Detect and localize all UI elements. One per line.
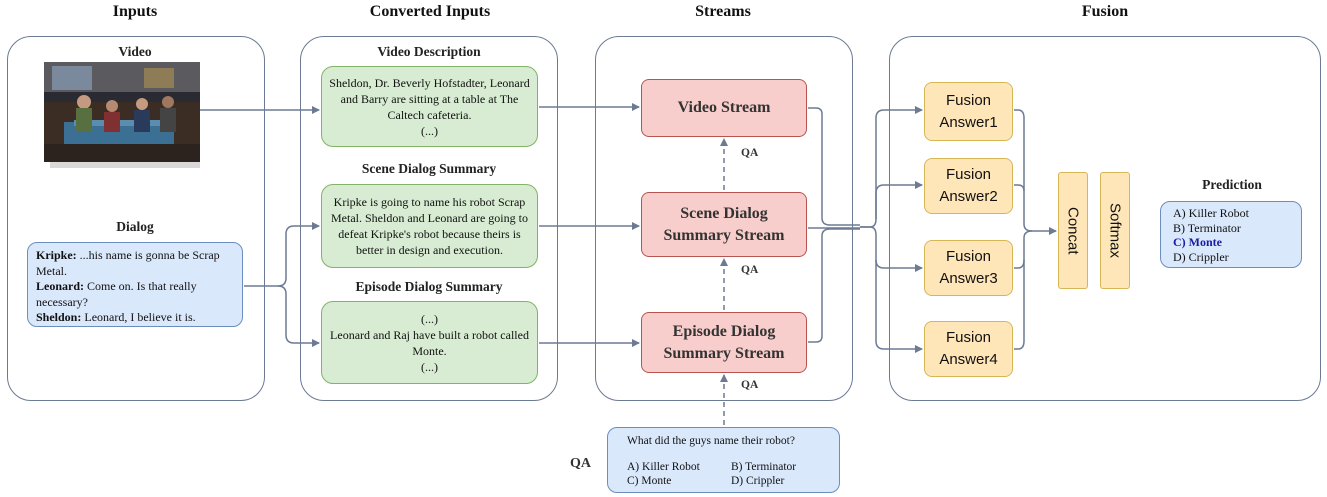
prediction-option-d: D) Crippler (1173, 249, 1229, 264)
qa-question-box: What did the guys name their robot? A) K… (607, 427, 840, 493)
qa-tag-video: QA (741, 147, 759, 159)
prediction-option-a: A) Killer Robot (1173, 206, 1249, 220)
qa-options-row-1: A) Killer Robot B) Terminator (627, 460, 839, 475)
video-stream-label: Video Stream (677, 99, 771, 116)
dialog-text-kripke: ...his name is gonna be Scrap Metal. (36, 248, 220, 278)
fusion-answer3-line2: Answer3 (939, 270, 998, 287)
fusion-answer2-line2: Answer2 (939, 188, 998, 205)
speaker-sheldon: Sheldon: (36, 310, 82, 324)
qa-tag-episode: QA (741, 379, 759, 391)
scene-dialog-summary-text: Kripke is going to name his robot Scrap … (331, 195, 528, 257)
qa-options-row-2: C) Monte D) Crippler (627, 474, 839, 489)
qa-option-b: B) Terminator (731, 460, 797, 473)
arrow-dialog-to-episode (277, 285, 320, 347)
fusion-answer1-box: Fusion Answer1 (924, 82, 1013, 141)
prediction-box: A) Killer Robot B) Terminator C) Monte D… (1160, 201, 1302, 268)
header-converted-inputs: Converted Inputs (369, 3, 491, 20)
episode-stream-line2: Summary Stream (663, 344, 785, 362)
episode-stream-line1: Episode Dialog (672, 322, 776, 340)
qa-tag-scene: QA (741, 264, 759, 276)
fusion-answer2-line1: Fusion (945, 166, 992, 183)
scene-stream-line2: Summary Stream (663, 226, 785, 244)
line-answer2-merge (1014, 184, 1025, 192)
scene-stream-line1: Scene Dialog (680, 204, 768, 222)
qa-option-d: D) Crippler (731, 475, 785, 487)
prediction-option-c-selected: C) Monte (1173, 235, 1222, 249)
fusion-answer2-box: Fusion Answer2 (924, 158, 1013, 214)
arrow-to-fusion-answer2 (875, 181, 923, 219)
header-inputs: Inputs (112, 3, 158, 20)
video-stream-box: Video Stream (641, 79, 807, 137)
episode-dialog-summary-box: (...) Leonard and Raj have built a robot… (321, 301, 538, 384)
fusion-answer3-box: Fusion Answer3 (924, 240, 1013, 296)
fusion-answer1-line1: Fusion (945, 91, 992, 109)
line-answer4-merge (1014, 260, 1025, 350)
scene-dialog-summary-box: Kripke is going to name his robot Scrap … (321, 184, 538, 268)
header-streams: Streams (695, 3, 751, 20)
fusion-answer4-line1: Fusion (945, 329, 992, 346)
fusion-answer3-line1: Fusion (945, 248, 992, 265)
dialog-line-leonard: Leonard: Come on. Is that really necessa… (36, 279, 234, 310)
speaker-leonard: Leonard: (36, 279, 84, 293)
qa-option-c: C) Monte (627, 475, 672, 487)
qa-option-a: A) Killer Robot (627, 460, 700, 473)
episode-dialog-summary-stream-box: Episode Dialog Summary Stream (641, 312, 807, 373)
arrow-to-fusion-answer3 (860, 226, 923, 272)
video-description-box: Sheldon, Dr. Beverly Hofstadter, Leonard… (321, 66, 538, 147)
prediction-option-b: B) Terminator (1173, 220, 1241, 235)
dialog-box: Kripke: ...his name is gonna be Scrap Me… (27, 242, 243, 327)
video-frame-image (44, 62, 200, 168)
line-answer3-merge (1014, 230, 1033, 269)
qa-question-text: What did the guys name their robot? (627, 435, 795, 447)
episode-dialog-summary-label: Episode Dialog Summary (355, 279, 503, 294)
scene-dialog-summary-stream-box: Scene Dialog Summary Stream (641, 192, 807, 257)
dialog-line-sheldon: Sheldon: Leonard, I believe it is. (36, 310, 234, 326)
dialog-text-leonard: Come on. Is that really necessary? (36, 279, 197, 309)
video-label: Video (118, 44, 152, 59)
video-description-label: Video Description (377, 44, 481, 59)
dialog-text-sheldon: Leonard, I believe it is. (81, 310, 196, 324)
concat-box: Concat (1058, 172, 1088, 289)
scene-dialog-summary-label: Scene Dialog Summary (361, 161, 497, 176)
episode-dialog-summary-text: Leonard and Raj have built a robot calle… (330, 327, 529, 358)
episode-ellipsis-top: (...) (421, 311, 438, 326)
arrow-to-fusion-answer1 (860, 106, 923, 228)
video-description-text: Sheldon, Dr. Beverly Hofstadter, Leonard… (329, 75, 530, 122)
concat-label: Concat (1064, 206, 1082, 255)
episode-ellipsis-bottom: (...) (421, 359, 438, 374)
video-description-ellipsis: (...) (421, 123, 438, 138)
fusion-answer4-box: Fusion Answer4 (924, 321, 1013, 377)
softmax-label: Softmax (1106, 202, 1124, 259)
qa-label: QA (570, 456, 591, 471)
fusion-answer1-line2: Answer1 (939, 113, 998, 131)
header-fusion: Fusion (1081, 3, 1129, 20)
arrow-answer1-to-concat (1014, 109, 1057, 235)
softmax-box: Softmax (1100, 172, 1130, 289)
prediction-label: Prediction (1202, 177, 1262, 192)
arrow-to-fusion-answer4 (875, 260, 923, 353)
speaker-kripke: Kripke: (36, 248, 77, 262)
line-episode-stream-out (808, 228, 860, 343)
line-video-stream-out (808, 107, 860, 226)
dialog-label: Dialog (116, 219, 154, 234)
arrow-dialog-to-scene (244, 222, 320, 287)
dialog-line-kripke: Kripke: ...his name is gonna be Scrap Me… (36, 248, 234, 279)
fusion-answer4-line2: Answer4 (939, 351, 998, 368)
video-thumbnail (44, 62, 200, 168)
